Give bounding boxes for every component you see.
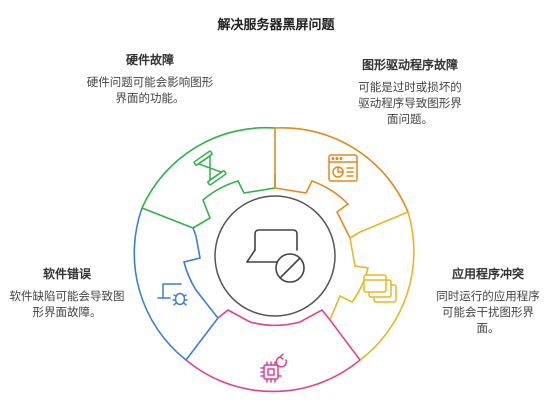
stacked-windows-icon xyxy=(363,274,397,303)
callout-driver: 图形驱动程序故障 可能是过时或损坏的驱动程序导致图形界面问题。 xyxy=(354,57,466,127)
divider-left xyxy=(141,207,194,229)
callout-software: 软件错误 软件缺陷可能会导致图形界面故障。 xyxy=(8,266,126,320)
ring-arc-driver xyxy=(274,127,409,213)
ring-arc-software xyxy=(133,207,187,361)
callout-hardware-body: 硬件问题可能会影响图形界面的功能。 xyxy=(86,75,214,105)
page-title: 解决服务器黑屏问题 xyxy=(217,18,335,33)
monitor-blocked-icon xyxy=(246,229,305,283)
inner-ring-app xyxy=(329,231,369,321)
ring-arc-bottom xyxy=(185,359,361,393)
callout-app-body: 同时运行的应用程序可能会干扰图形界面。 xyxy=(436,289,540,335)
callout-software-body: 软件缺陷可能会导致图形界面故障。 xyxy=(9,289,125,319)
inner-ring-driver xyxy=(274,175,361,240)
callout-hardware: 硬件故障 硬件问题可能会影响图形界面的功能。 xyxy=(84,52,216,106)
browser-chart-icon xyxy=(328,154,358,182)
hourglass-icon xyxy=(193,150,227,186)
chip-refresh-icon xyxy=(260,353,288,383)
callout-app: 应用程序冲突 同时运行的应用程序可能会干扰图形界面。 xyxy=(432,266,544,336)
center-hub xyxy=(214,195,336,317)
divider-bottom-right xyxy=(329,319,361,361)
callout-driver-body: 可能是过时或损坏的驱动程序导致图形界面问题。 xyxy=(358,80,462,126)
inner-ring-hardware xyxy=(192,175,276,229)
laptop-bug-icon xyxy=(157,283,188,306)
inner-ring-software xyxy=(183,227,219,319)
callout-hardware-title: 硬件故障 xyxy=(125,53,174,67)
callout-app-title: 应用程序冲突 xyxy=(451,267,524,281)
ring-arc-app xyxy=(359,211,415,361)
callout-driver-title: 图形驱动程序故障 xyxy=(361,58,458,72)
divider-right xyxy=(359,211,409,233)
inner-ring-bottom xyxy=(217,308,331,327)
callout-software-title: 软件错误 xyxy=(42,267,91,281)
divider-bottom-left xyxy=(185,317,219,361)
ring-arc-hardware xyxy=(141,126,276,209)
